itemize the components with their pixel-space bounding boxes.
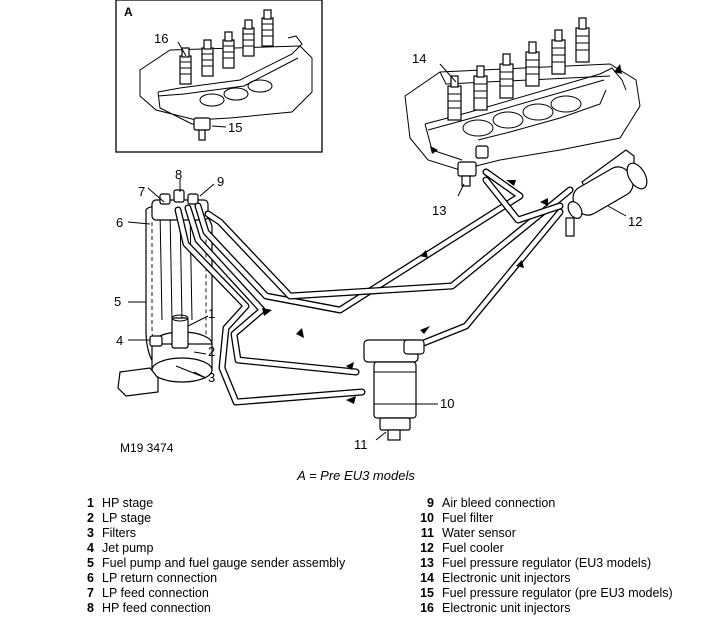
callout-11: 11 — [354, 437, 368, 452]
legend-text: HP feed connection — [102, 601, 211, 615]
legend-number: 9 — [427, 496, 434, 510]
legend-number: 12 — [420, 541, 434, 555]
legend-item: 16 Electronic unit injectors — [412, 601, 673, 616]
diagram-caption: A = Pre EU3 models — [297, 468, 415, 483]
callout-13: 13 — [432, 203, 446, 218]
inset-injectors — [179, 9, 274, 85]
legend-text: HP stage — [102, 496, 154, 510]
callout-14: 14 — [412, 51, 426, 66]
figure-id: M19 3474 — [120, 441, 174, 455]
legend-text: Fuel pressure regulator (EU3 models) — [442, 556, 652, 570]
legend-text: Electronic unit injectors — [442, 601, 571, 615]
legend-item: 2 LP stage — [72, 511, 345, 526]
legend-left: 1 HP stage 2 LP stage 3 Filters 4 Jet pump 5… — [72, 496, 345, 616]
callout-9: 9 — [217, 174, 224, 189]
legend-right: 9 Air bleed connection 10 Fuel filter 11 Wa… — [412, 496, 673, 616]
legend-number: 6 — [87, 571, 94, 585]
callout-7: 7 — [138, 184, 145, 199]
legend-item: 9 Air bleed connection — [412, 496, 673, 511]
legend-number: 8 — [87, 601, 94, 615]
legend-text: Water sensor — [442, 526, 516, 540]
callout-12: 12 — [628, 214, 642, 229]
legend-number: 11 — [420, 526, 434, 540]
legend-item: 4 Jet pump — [72, 541, 345, 556]
legend-item: 3 Filters — [72, 526, 345, 541]
callout-8: 8 — [175, 167, 182, 182]
fuel-filter: 10 11 — [354, 339, 454, 452]
fuel-system-diagram: A 16 15 — [114, 0, 648, 455]
legend-item: 15 Fuel pressure regulator (pre EU3 model… — [412, 586, 673, 601]
legend-number: 5 — [87, 556, 94, 570]
legend-item: 14 Electronic unit injectors — [412, 571, 673, 586]
legend-text: LP feed connection — [102, 586, 209, 600]
engine-regulator — [457, 145, 489, 187]
fuel-cooler: 12 — [565, 149, 648, 237]
legend-text: Fuel cooler — [442, 541, 504, 555]
legend-item: 10 Fuel filter — [412, 511, 673, 526]
legend-text: LP stage — [102, 511, 152, 525]
legend-text: Fuel filter — [442, 511, 494, 525]
legend-number: 10 — [420, 511, 434, 525]
fuel-pump-sender-assembly: 7 8 9 6 5 4 1 2 3 — [114, 167, 224, 397]
legend-number: 2 — [87, 511, 94, 525]
callout-15: 15 — [228, 120, 242, 135]
callout-2: 2 — [208, 344, 215, 359]
legend-item: 7 LP feed connection — [72, 586, 345, 601]
inset-regulator — [193, 117, 211, 141]
callout-10: 10 — [440, 396, 454, 411]
legend-text: Electronic unit injectors — [442, 571, 571, 585]
legend-number: 7 — [87, 586, 94, 600]
engine-injectors — [447, 17, 590, 121]
legend-item: 1 HP stage — [72, 496, 345, 511]
legend-number: 3 — [87, 526, 94, 540]
callout-3: 3 — [208, 370, 215, 385]
legend-text: Air bleed connection — [442, 496, 556, 510]
legend-item: 5 Fuel pump and fuel gauge sender assembl… — [72, 556, 345, 571]
callout-6: 6 — [116, 215, 123, 230]
inset-letter: A — [124, 5, 133, 19]
legend-text: Fuel pressure regulator (pre EU3 models) — [442, 586, 673, 600]
legend-number: 15 — [420, 586, 434, 600]
legend-number: 4 — [87, 541, 94, 555]
fuel-lines — [174, 168, 574, 406]
legend-number: 13 — [420, 556, 434, 570]
callout-5: 5 — [114, 294, 121, 309]
legend-item: 6 LP return connection — [72, 571, 345, 586]
legend-item: 11 Water sensor — [412, 526, 673, 541]
legend-number: 14 — [420, 571, 434, 585]
callout-16: 16 — [154, 31, 168, 46]
legend-item: 13 Fuel pressure regulator (EU3 models) — [412, 556, 673, 571]
legend-number: 16 — [420, 601, 434, 615]
legend-item: 12 Fuel cooler — [412, 541, 673, 556]
callout-4: 4 — [116, 333, 123, 348]
legend-number: 1 — [87, 496, 94, 510]
legend-item: 8 HP feed connection — [72, 601, 345, 616]
engine-assembly: 14 13 — [404, 17, 641, 218]
legend-text: Jet pump — [102, 541, 154, 555]
inset-pre-eu3: A 16 15 — [115, 0, 323, 153]
legend-text: Filters — [102, 526, 137, 540]
callout-1: 1 — [208, 306, 215, 321]
legend-text: Fuel pump and fuel gauge sender assembly — [102, 556, 346, 570]
legend-text: LP return connection — [102, 571, 218, 585]
